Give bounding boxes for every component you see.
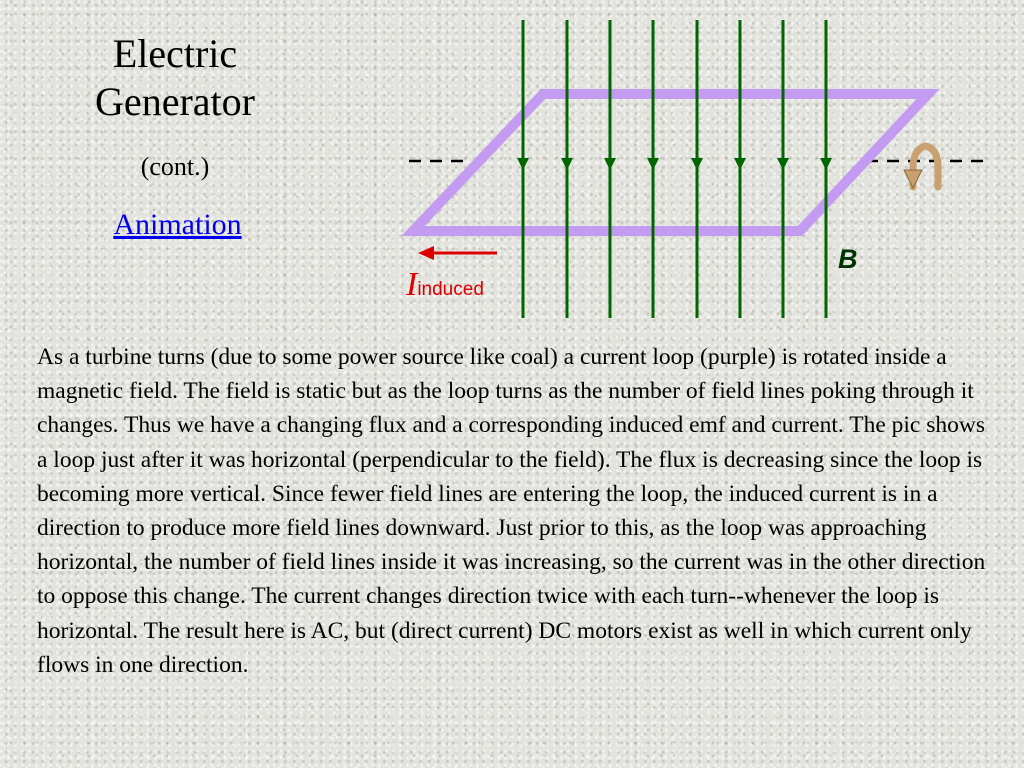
current-loop <box>401 89 940 236</box>
curved-rotation-arrow-icon <box>903 142 942 191</box>
current-symbol: I <box>406 266 418 303</box>
current-subscript: induced <box>417 279 484 300</box>
field-arrowhead <box>734 158 746 170</box>
field-arrowhead <box>777 158 789 170</box>
slide-title: Electric Generator <box>60 30 290 126</box>
field-arrowhead <box>820 158 832 170</box>
title-line-2: Generator <box>95 79 255 124</box>
field-arrowhead <box>517 158 529 170</box>
induced-current-label: Iinduced <box>406 266 484 304</box>
field-lines <box>521 20 828 318</box>
left-arrow-icon <box>418 246 497 260</box>
field-arrowhead <box>647 158 659 170</box>
field-arrowhead <box>604 158 616 170</box>
field-label: B <box>838 244 858 274</box>
animation-link[interactable]: Animation <box>113 208 242 241</box>
explanation-paragraph: As a turbine turns (due to some power so… <box>37 344 986 678</box>
field-arrowhead <box>561 158 573 170</box>
slide-subtitle: (cont.) <box>140 152 210 181</box>
title-line-1: Electric <box>112 31 238 76</box>
field-arrowhead <box>691 158 703 170</box>
field-arrowheads <box>517 158 832 170</box>
